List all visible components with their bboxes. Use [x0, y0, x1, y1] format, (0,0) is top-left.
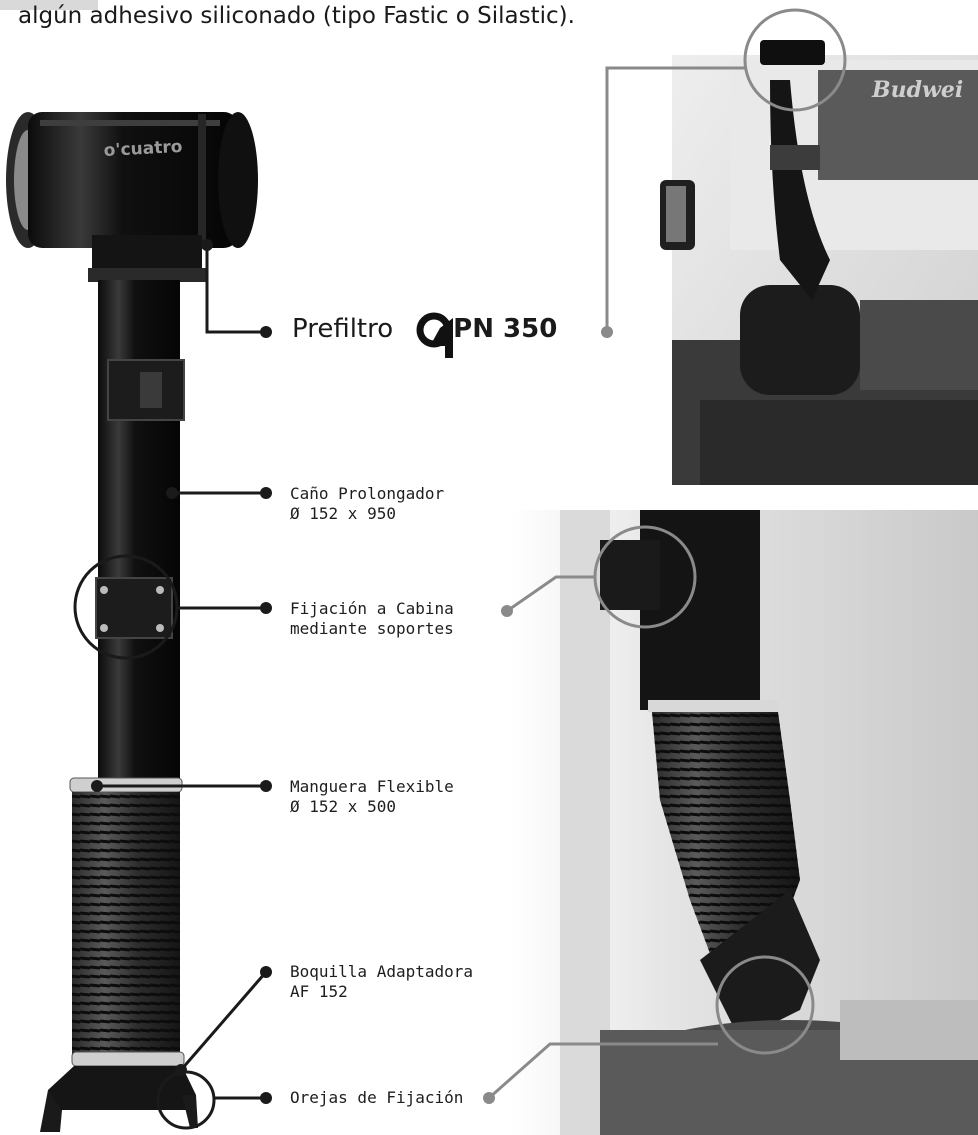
installation-photo: [510, 510, 978, 1135]
leader-dots: [91, 239, 272, 1104]
intro-text: algún adhesivo siliconado (tipo Fastic o…: [18, 3, 575, 29]
prefilter-photo-highlight-circle: [743, 8, 847, 112]
prefiltro-code: PN 350: [453, 314, 558, 344]
boquilla-line1: Boquilla Adaptadora: [290, 962, 474, 981]
fijacion-line1: Fijación a Cabina: [290, 599, 454, 618]
boquilla-label: Boquilla Adaptadora AF 152: [290, 962, 473, 1002]
photo-leader-lines: [488, 66, 745, 1100]
boquilla-line2: AF 152: [290, 982, 348, 1001]
brand-logo-text: o'cuatro: [103, 137, 183, 161]
manguera-line2: Ø 152 x 500: [290, 797, 396, 816]
snorkel-product: o'cuatro: [6, 112, 258, 1132]
photo-leader-dots: [483, 326, 613, 1104]
cano-label: Caño Prolongador Ø 152 x 950: [290, 484, 444, 524]
cano-line2: Ø 152 x 950: [290, 504, 396, 523]
fijacion-label: Fijación a Cabina mediante soportes: [290, 599, 454, 639]
truck-sign-text: Budwei: [871, 77, 963, 103]
ears-photo-highlight-circle: [715, 955, 815, 1055]
prefiltro-prefix: Prefiltro: [292, 314, 394, 344]
orejas-line1: Orejas de Fijación: [290, 1088, 464, 1107]
heading-tab: [0, 0, 98, 10]
cano-line1: Caño Prolongador: [290, 484, 445, 503]
manguera-line1: Manguera Flexible: [290, 777, 454, 796]
orejas-label: Orejas de Fijación: [290, 1088, 463, 1108]
prefiltro-label: Prefiltro PN 350: [292, 312, 557, 346]
manguera-label: Manguera Flexible Ø 152 x 500: [290, 777, 454, 817]
truck-photo: Budwei: [660, 40, 978, 485]
leader-lines: [97, 245, 268, 1100]
o4-logo-icon: [416, 312, 453, 358]
fijacion-line2: mediante soportes: [290, 619, 454, 638]
